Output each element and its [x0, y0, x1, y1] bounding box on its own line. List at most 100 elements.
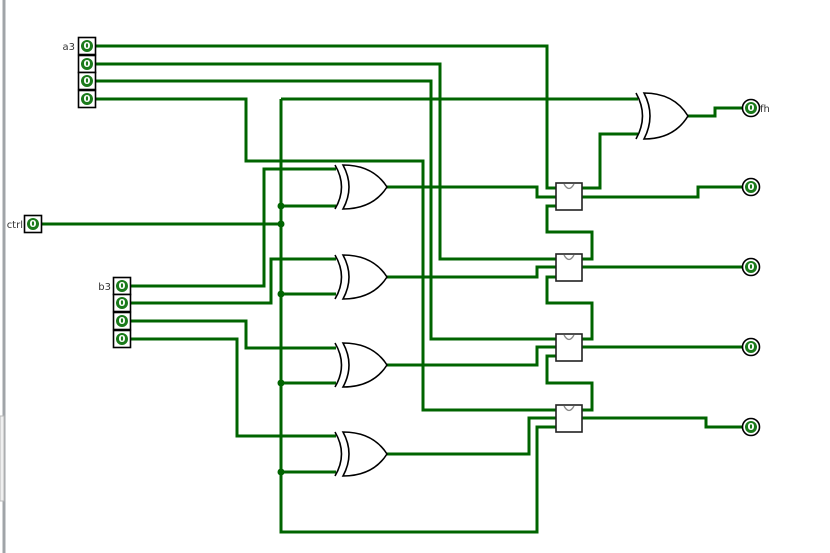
- wire: [130, 257, 336, 305]
- pin-value: 0: [119, 281, 126, 292]
- output-pin-3: 0: [741, 257, 761, 277]
- input-a3-bit-1[interactable]: 0: [77, 54, 97, 74]
- wire: [387, 185, 556, 199]
- wire: [688, 106, 742, 118]
- pin-value: 0: [119, 316, 126, 327]
- pin-led: [116, 297, 128, 309]
- wire: [130, 167, 336, 288]
- adder-symbol-icon: [563, 334, 575, 341]
- output-led: [745, 102, 757, 114]
- wire: [545, 204, 594, 261]
- wire: [387, 416, 556, 456]
- wire: [95, 44, 556, 190]
- input-a3-bit-2[interactable]: 0: [77, 71, 97, 91]
- adder-3[interactable]: [555, 333, 583, 362]
- adder-1[interactable]: [555, 182, 583, 211]
- pin-led: [81, 58, 93, 70]
- wire: [95, 79, 556, 341]
- input-a3-bit-0[interactable]: 0: [77, 36, 97, 56]
- xor-back-curve: [334, 164, 343, 210]
- input-b3-bit-0[interactable]: 0: [112, 276, 132, 296]
- xor-gate-final: [635, 92, 689, 140]
- label-ctrl: ctrl: [7, 220, 23, 231]
- adder-box[interactable]: [555, 182, 583, 211]
- label-a3: a3: [63, 42, 76, 53]
- wire: [545, 354, 594, 412]
- xor-back-curve: [334, 254, 343, 300]
- xor-body: [341, 254, 388, 300]
- xor-back-curve: [334, 431, 343, 477]
- output-led: [745, 181, 757, 193]
- output-value: 0: [748, 342, 755, 353]
- adder-4[interactable]: [555, 404, 583, 433]
- wire: [387, 265, 556, 279]
- label-output: fh: [760, 104, 770, 115]
- wire: [95, 62, 556, 261]
- adder-box[interactable]: [555, 253, 583, 282]
- output-led: [745, 421, 757, 433]
- wire: [95, 97, 556, 412]
- input-a3-bit-3[interactable]: 0: [77, 89, 97, 109]
- input-b3-bit-1[interactable]: 0: [112, 293, 132, 313]
- wire: [130, 337, 336, 438]
- pin-value: 0: [30, 219, 37, 230]
- pin-led: [116, 333, 128, 345]
- pin-led: [116, 315, 128, 327]
- pin-value: 0: [84, 94, 91, 105]
- output-pin-5: 0: [741, 417, 761, 437]
- xor-back-curve: [635, 92, 644, 140]
- wire: [130, 319, 336, 350]
- output-value: 0: [748, 103, 755, 114]
- output-value: 0: [748, 182, 755, 193]
- pin-led: [27, 218, 39, 230]
- wire: [387, 345, 556, 367]
- pin-led: [81, 75, 93, 87]
- adder-symbol-icon: [563, 254, 575, 261]
- xor-gate-4: [334, 431, 388, 477]
- xor-body: [341, 342, 388, 388]
- input-ctrl[interactable]: 0: [23, 214, 43, 234]
- adder-symbol-icon: [563, 405, 575, 412]
- wire: [582, 132, 638, 190]
- pin-led: [116, 280, 128, 292]
- wire-junction: [277, 379, 285, 387]
- wire-junction: [277, 202, 285, 210]
- wire: [279, 99, 556, 534]
- output-led: [745, 261, 757, 273]
- xor-body: [341, 164, 388, 210]
- wire-junction: [277, 468, 285, 476]
- panel-table: [0, 415, 5, 502]
- wire: [545, 275, 594, 341]
- xor-gate-2: [334, 254, 388, 300]
- pin-value: 0: [84, 59, 91, 70]
- output-led: [745, 341, 757, 353]
- pin-led: [81, 93, 93, 105]
- pin-led: [81, 40, 93, 52]
- xor-gate-3: [334, 342, 388, 388]
- pin-value: 0: [119, 298, 126, 309]
- input-b3-bit-2[interactable]: 0: [112, 311, 132, 331]
- input-b3-bit-3[interactable]: 0: [112, 329, 132, 349]
- wire: [582, 416, 742, 429]
- wire-junction: [277, 220, 285, 228]
- pin-value: 0: [84, 41, 91, 52]
- output-value: 0: [748, 262, 755, 273]
- xor-gate-1: [334, 164, 388, 210]
- label-b3: b3: [98, 282, 111, 293]
- xor-back-curve: [334, 342, 343, 388]
- pin-value: 0: [84, 76, 91, 87]
- adder-box[interactable]: [555, 404, 583, 433]
- adder-2[interactable]: [555, 253, 583, 282]
- output-pin-4: 0: [741, 337, 761, 357]
- adder-box[interactable]: [555, 333, 583, 362]
- wire: [582, 185, 742, 199]
- output-value: 0: [748, 422, 755, 433]
- xor-body: [642, 92, 689, 140]
- wire-junction: [277, 290, 285, 298]
- xor-body: [341, 431, 388, 477]
- adder-symbol-icon: [563, 183, 575, 190]
- output-pin-1: 0 fh: [741, 98, 770, 118]
- pin-value: 0: [119, 334, 126, 345]
